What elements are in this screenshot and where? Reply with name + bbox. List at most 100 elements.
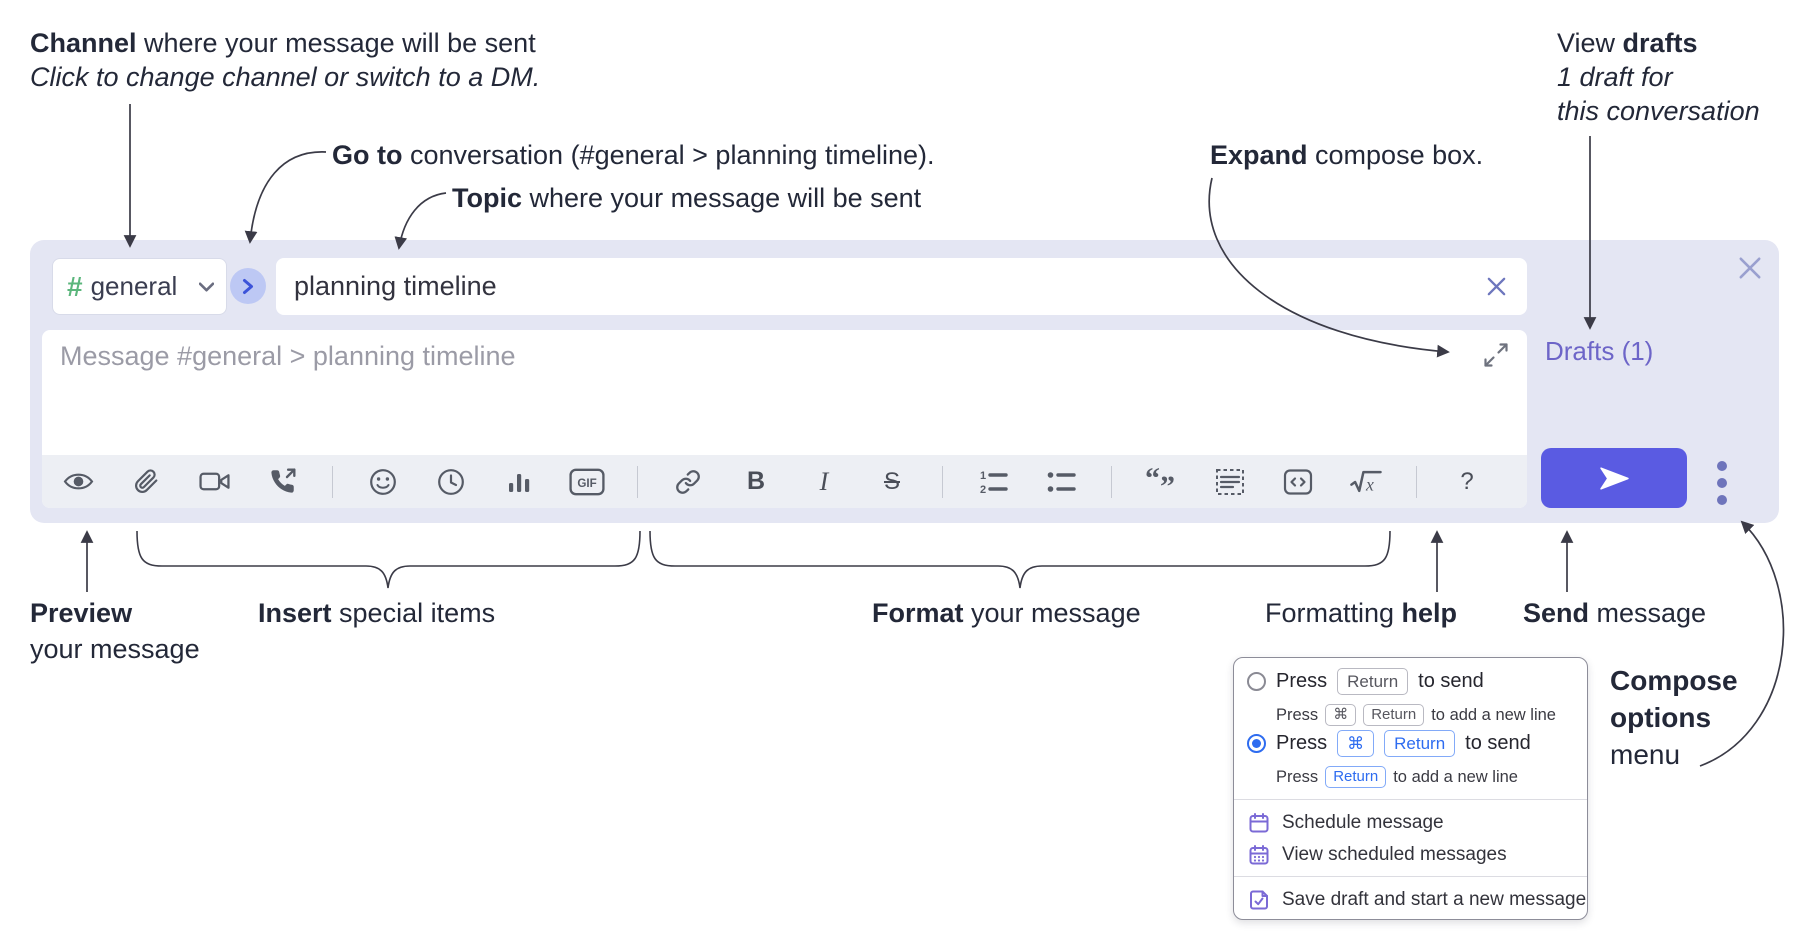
annotation-format: Format your message [872, 598, 1141, 628]
add-global-time-button[interactable] [423, 461, 479, 503]
annotation-preview: Preview [30, 598, 133, 628]
link-button[interactable] [660, 461, 716, 503]
preview-button[interactable] [50, 461, 106, 503]
annotation-topic: Topic where your message will be sent [452, 183, 922, 213]
message-input[interactable]: Message #general > planning timeline [42, 330, 1527, 508]
annotation-expand: Expand compose box. [1210, 140, 1484, 170]
kbd-return: Return [1363, 704, 1425, 726]
draft-document-icon [1250, 890, 1268, 910]
clear-topic-button[interactable] [1479, 270, 1513, 304]
math-button[interactable]: x [1338, 461, 1394, 503]
annotation-compose-options: Compose options menu [1610, 665, 1738, 770]
kbd-cmd: ⌘ [1325, 704, 1357, 726]
annotation-channel-sub: Click to change channel or switch to a D… [30, 62, 541, 92]
bar-chart-icon [509, 473, 530, 492]
italic-button[interactable]: I [796, 461, 852, 503]
math-sqrt-icon: x [1350, 470, 1382, 494]
svg-text:”: ” [1160, 470, 1175, 497]
svg-text:x: x [1365, 474, 1374, 494]
channel-name: general [90, 271, 178, 301]
annotation-view-drafts: View drafts [1557, 28, 1698, 58]
svg-text:“: “ [1145, 467, 1160, 495]
strikethrough-icon: S [883, 467, 900, 495]
bulleted-list-button[interactable] [1033, 461, 1089, 503]
add-gif-button[interactable]: GIF [559, 461, 615, 503]
topic-input[interactable] [294, 271, 1479, 302]
annotation-drafts-line2: 1 draft for [1557, 62, 1673, 92]
spoiler-button[interactable] [1202, 461, 1258, 503]
kbd-return: Return [1384, 730, 1456, 757]
radio-selected-icon[interactable] [1247, 734, 1266, 753]
topic-input-wrapper [276, 258, 1527, 315]
message-placeholder: Message #general > planning timeline [60, 341, 516, 371]
toolbar-divider [332, 465, 333, 498]
close-compose-button[interactable] [1730, 248, 1770, 288]
menu-option-cmd-return-to-send[interactable]: Press ⌘ Return to send [1234, 730, 1531, 757]
toolbar-divider [637, 465, 638, 498]
chevron-right-icon [243, 278, 253, 294]
phone-outgoing-icon [270, 468, 295, 493]
menu-option-return-to-send[interactable]: Press Return to send [1234, 668, 1484, 695]
video-call-button[interactable] [186, 461, 242, 503]
calendar-icon [1249, 813, 1269, 833]
kbd-cmd: ⌘ [1337, 730, 1375, 757]
brace-insert [136, 530, 641, 589]
svg-text:1: 1 [980, 470, 986, 482]
annotation-drafts-line3: this conversation [1557, 96, 1760, 126]
paperclip-icon [134, 469, 157, 493]
compose-box: # general Drafts (1) Message #general > … [30, 240, 1779, 523]
send-button[interactable] [1541, 448, 1687, 508]
emoji-button[interactable] [355, 461, 411, 503]
drafts-link[interactable]: Drafts (1) [1545, 336, 1654, 366]
kbd-return: Return [1337, 668, 1409, 695]
channel-selector[interactable]: # general [52, 258, 227, 315]
svg-text:2: 2 [980, 484, 986, 495]
brace-format [649, 530, 1391, 589]
close-icon [1487, 277, 1505, 296]
annotation-formatting-help: Formatting help [1265, 598, 1458, 628]
audio-call-button[interactable] [254, 461, 310, 503]
ellipsis-dot [1717, 461, 1727, 471]
menu-divider [1234, 876, 1587, 877]
expand-compose-button[interactable] [1481, 340, 1511, 370]
expand-icon [1484, 343, 1508, 367]
link-icon [676, 469, 700, 494]
quote-icon: “” [1145, 467, 1175, 497]
channel-hash-icon: # [67, 270, 83, 302]
strikethrough-button[interactable]: S [864, 461, 920, 503]
video-camera-icon [198, 472, 230, 491]
compose-options-button[interactable] [1708, 458, 1736, 508]
spoiler-icon [1216, 468, 1244, 495]
close-icon [1739, 257, 1761, 279]
italic-icon: I [819, 466, 829, 496]
menu-item-schedule-message[interactable]: Schedule message [1234, 807, 1587, 839]
bold-button[interactable]: B [728, 461, 784, 503]
annotation-goto: Go to conversation (#general > planning … [332, 140, 935, 170]
svg-text:GIF: GIF [577, 476, 596, 489]
menu-item-save-draft-new-message[interactable]: Save draft and start a new message [1234, 884, 1587, 916]
toolbar-divider [1111, 465, 1112, 498]
smiley-icon [370, 468, 396, 495]
message-formatting-help-button[interactable]: ? [1439, 461, 1495, 503]
send-icon [1599, 466, 1629, 490]
menu-option-cmd-return-sub: Press Return to add a new line [1234, 766, 1518, 788]
code-button[interactable] [1270, 461, 1326, 503]
radio-unselected-icon[interactable] [1247, 672, 1266, 691]
annotation-preview-line2: your message [30, 634, 200, 664]
menu-option-return-sub: Press ⌘ Return to add a new line [1234, 704, 1556, 726]
menu-item-view-scheduled-messages[interactable]: View scheduled messages [1234, 839, 1587, 871]
add-poll-button[interactable] [491, 461, 547, 503]
quote-button[interactable]: “” [1134, 461, 1190, 503]
attach-file-button[interactable] [118, 461, 174, 503]
bulleted-list-icon [1047, 472, 1076, 492]
calendar-grid-icon [1249, 845, 1269, 865]
chevron-down-icon [199, 282, 214, 291]
annotation-channel: Channel where your message will be sent [30, 28, 536, 58]
ordered-list-icon: 12 [980, 470, 1008, 495]
connector-goto [244, 151, 327, 244]
go-to-conversation-button[interactable] [230, 268, 266, 304]
question-mark-icon: ? [1460, 467, 1474, 495]
